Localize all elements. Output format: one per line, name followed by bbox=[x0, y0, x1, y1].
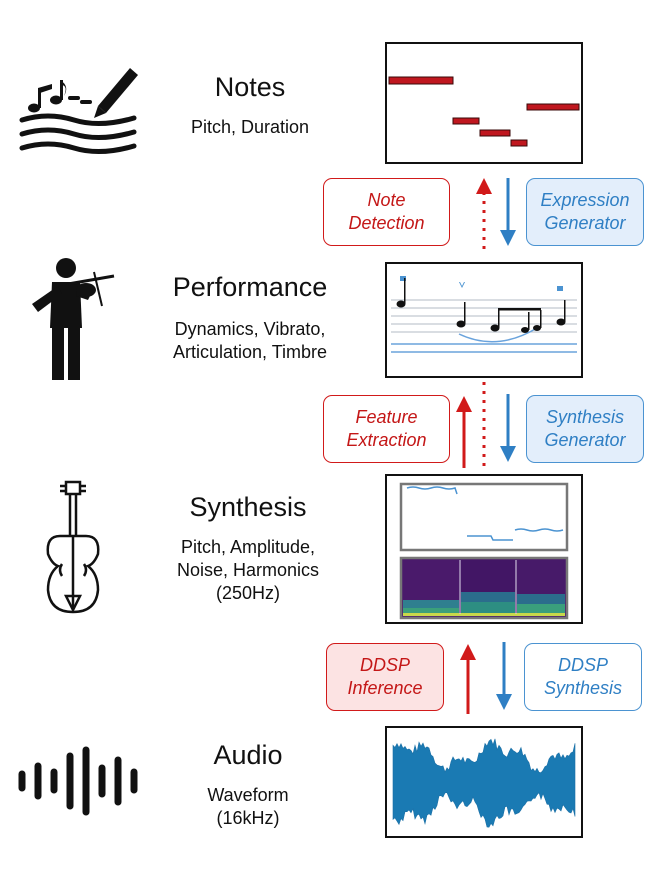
label-line: DDSP bbox=[359, 655, 410, 675]
feature-extraction-label: Feature Extraction bbox=[323, 395, 450, 463]
down-arrow bbox=[496, 642, 512, 710]
synthesis-subtitle-line: Noise, Harmonics bbox=[176, 560, 320, 580]
label-line: Expression bbox=[540, 190, 630, 210]
label-line: Detection bbox=[348, 213, 425, 233]
waveform-path bbox=[392, 738, 576, 828]
sound-wave-icon bbox=[18, 746, 138, 816]
audio-icon bbox=[16, 746, 146, 821]
label-line: Inference bbox=[347, 678, 423, 698]
violinist-icon bbox=[32, 258, 115, 380]
up-arrow bbox=[460, 644, 476, 714]
piano-roll-panel bbox=[385, 42, 583, 164]
notes-subtitle: Pitch, Duration bbox=[150, 116, 350, 139]
audio-subtitle-line: Waveform bbox=[207, 785, 289, 805]
piano-roll bbox=[388, 76, 580, 147]
label-line: Feature bbox=[355, 407, 418, 427]
synthesis-subtitle-line: Pitch, Amplitude, bbox=[180, 537, 316, 557]
down-arrow bbox=[500, 394, 516, 462]
performance-subtitle-line: Dynamics, Vibrato, bbox=[174, 319, 326, 339]
note-bar bbox=[526, 103, 580, 111]
ddsp-synthesis-label: DDSP Synthesis bbox=[524, 643, 642, 711]
performance-subtitle-line: Articulation, Timbre bbox=[172, 342, 328, 362]
spectrogram bbox=[403, 560, 565, 616]
note-bar bbox=[388, 76, 454, 85]
synthesis-generator-label: Synthesis Generator bbox=[526, 395, 644, 463]
synthesis-subtitle: Pitch, Amplitude, Noise, Harmonics (250H… bbox=[148, 536, 348, 605]
label-line: Synthesis bbox=[545, 407, 625, 427]
ddsp-inference-label: DDSP Inference bbox=[326, 643, 444, 711]
pitch-curve bbox=[406, 486, 564, 541]
label-line: Note bbox=[367, 190, 406, 210]
score-panel bbox=[385, 262, 583, 378]
up-arrow-dotted bbox=[476, 178, 492, 252]
synthesis-title: Synthesis bbox=[189, 492, 307, 522]
label-line: Generator bbox=[544, 430, 626, 450]
audio-subtitle: Waveform (16kHz) bbox=[148, 784, 348, 830]
synthesis-controls bbox=[399, 482, 569, 620]
down-arrow bbox=[500, 178, 516, 246]
notes-title: Notes bbox=[214, 72, 286, 102]
synthesis-panel bbox=[385, 474, 583, 624]
label-line: DDSP bbox=[557, 655, 608, 675]
notes-icon bbox=[18, 58, 146, 163]
violin-icon bbox=[46, 480, 100, 614]
dotted-connector bbox=[482, 382, 486, 472]
performance-title: Performance bbox=[172, 272, 328, 302]
label-line: Generator bbox=[544, 213, 626, 233]
notes-subtitle-line: Pitch, Duration bbox=[190, 117, 310, 137]
up-arrow bbox=[456, 396, 472, 468]
instrument-icon bbox=[38, 478, 108, 623]
music-writing-icon bbox=[19, 68, 138, 154]
performer-icon bbox=[28, 256, 118, 391]
audio-subtitle-line: (16kHz) bbox=[216, 808, 280, 828]
score bbox=[391, 276, 577, 353]
note-detection-label: Note Detection bbox=[323, 178, 450, 246]
note-bar bbox=[479, 129, 511, 137]
performance-subtitle: Dynamics, Vibrato, Articulation, Timbre bbox=[138, 318, 362, 364]
waveform-panel bbox=[385, 726, 583, 838]
synthesis-subtitle-line: (250Hz) bbox=[215, 583, 281, 603]
note-bar bbox=[510, 139, 528, 147]
waveform bbox=[392, 738, 576, 828]
note-bar bbox=[452, 117, 480, 125]
expression-generator-label: Expression Generator bbox=[526, 178, 644, 246]
label-line: Synthesis bbox=[543, 678, 623, 698]
audio-title: Audio bbox=[213, 740, 283, 770]
label-line: Extraction bbox=[346, 430, 427, 450]
